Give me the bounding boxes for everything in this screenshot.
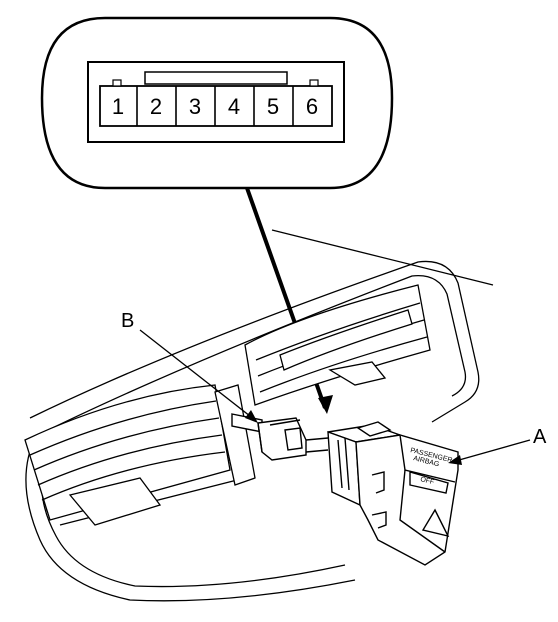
left-air-vent: [24, 384, 231, 526]
connector-face: [87, 61, 345, 143]
connector-b: [231, 413, 329, 461]
pin-3-label: 3: [189, 94, 201, 119]
pin-6-label: 6: [306, 94, 318, 119]
callout-b: B: [121, 310, 258, 423]
callout-b-label: B: [121, 310, 134, 332]
connector-pin-labels: 1 2 3 4 5 6: [112, 94, 318, 119]
pin-1-label: 1: [112, 94, 124, 119]
airbag-switch-a: [327, 421, 459, 566]
pin-2-label: 2: [150, 94, 162, 119]
trim-opening: [214, 384, 256, 486]
callout-a-label: A: [533, 426, 547, 448]
pin-4-label: 4: [228, 94, 240, 119]
right-air-vent: [244, 284, 431, 406]
pin-5-label: 5: [267, 94, 279, 119]
switch-panel-line-3: OFF: [420, 476, 435, 486]
callout-a: A: [448, 426, 547, 465]
